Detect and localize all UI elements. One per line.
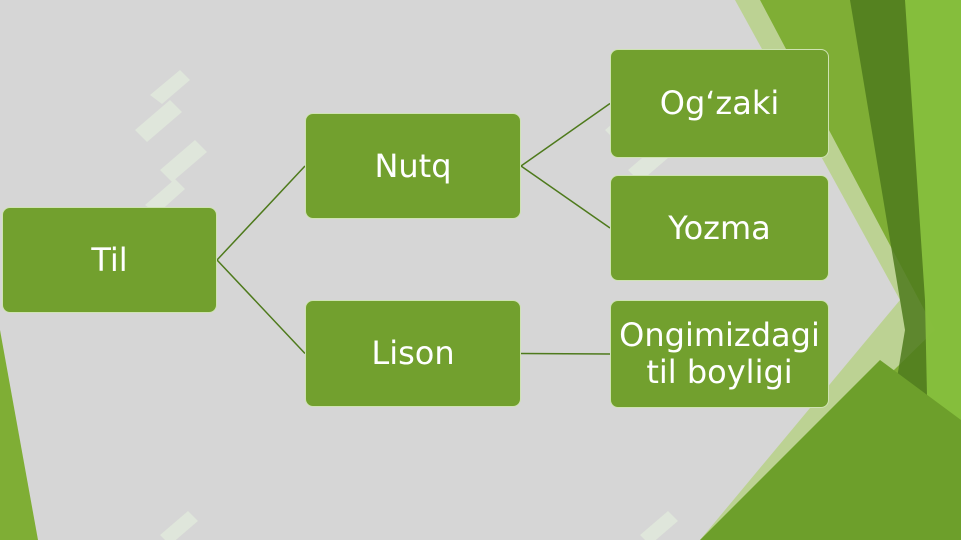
decor-shard-left (0, 330, 38, 540)
node-til: Til (2, 207, 217, 313)
node-yozma: Yozma (610, 175, 829, 281)
node-lison: Lison (305, 300, 521, 407)
node-nutq: Nutq (305, 113, 521, 219)
node-ogzaki: Og‘zaki (610, 49, 829, 158)
decor-shard-bottom (700, 360, 961, 540)
decor-shard-bright-right (905, 0, 961, 540)
node-ongimizdagi-til-boyligi: Ongimizdagi til boyligi (610, 300, 829, 408)
